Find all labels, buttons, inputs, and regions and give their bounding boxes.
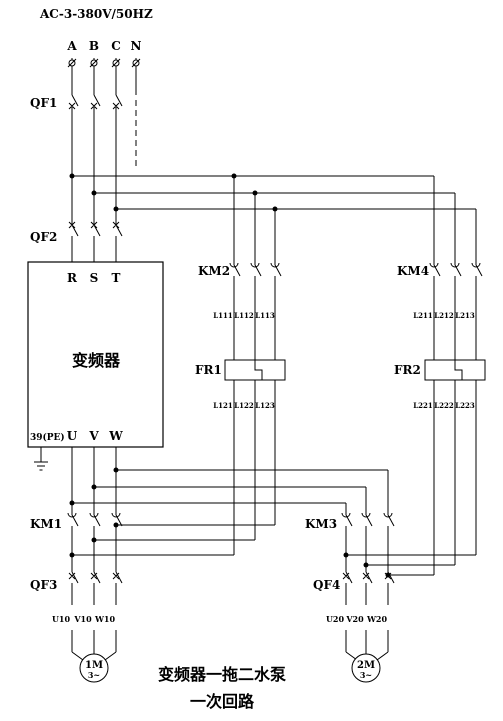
vfd-t-label: T <box>112 271 121 285</box>
title-line2: 一次回路 <box>190 692 255 711</box>
wire-l111: L111 <box>213 311 233 320</box>
motor2-lines-a <box>345 583 389 605</box>
vfd-v-label: V <box>88 429 99 443</box>
motor1-symbol <box>79 653 109 683</box>
km2-out <box>233 276 276 364</box>
km3-label: KM3 <box>305 517 337 531</box>
qf3-label: QF3 <box>30 578 57 592</box>
km4-out <box>433 276 477 364</box>
wire-l113: L113 <box>255 311 275 320</box>
vfd-u-label: U <box>67 429 78 443</box>
motor1-term-v: V10 <box>73 614 92 624</box>
motor1-lines-a <box>71 583 117 605</box>
qf2-label: QF2 <box>30 230 57 244</box>
vfd-r-label: R <box>67 271 78 285</box>
km3-feed <box>345 470 389 515</box>
km2-label: KM2 <box>198 264 230 278</box>
motor2-lines-b <box>345 630 389 652</box>
fr2-out <box>433 380 477 575</box>
phase-a-label: A <box>66 39 77 53</box>
vfd-box <box>27 261 164 448</box>
qf3-contacts <box>71 571 123 584</box>
qf2-contacts <box>71 224 123 237</box>
qf1-contacts <box>71 94 123 107</box>
vfd-name: 变频器 <box>72 351 121 370</box>
title-line1: 变频器一拖二水泵 <box>158 665 286 684</box>
km4-feed <box>433 176 477 265</box>
contactor-arcs <box>67 262 481 518</box>
neutral-label: N <box>131 39 142 53</box>
vfd-input-lines <box>71 236 117 262</box>
motor2-term-w: W20 <box>366 614 388 624</box>
main-bus-lines <box>71 106 117 225</box>
wire-l123: L123 <box>255 401 275 410</box>
bypass1-return <box>72 524 275 556</box>
fr1-relay <box>224 359 286 381</box>
wire-l223: L223 <box>455 401 475 410</box>
motor1-name: 1M <box>85 660 103 671</box>
fr1-out <box>233 380 276 555</box>
fr1-label: FR1 <box>195 363 222 377</box>
km2-feed <box>233 176 276 265</box>
motor1-lines-b <box>71 630 117 652</box>
motor1-term-w: W10 <box>94 614 116 624</box>
motor1-term-u: U10 <box>52 614 71 624</box>
km1-out <box>71 526 117 572</box>
supply-terminals <box>67 58 141 68</box>
motor1-sub: 3~ <box>88 670 100 680</box>
wire-l211: L211 <box>413 311 433 320</box>
vfd-to-km3-lines <box>72 469 388 504</box>
motor2-sub: 3~ <box>360 670 372 680</box>
wire-l122: L122 <box>234 401 254 410</box>
km1-label: KM1 <box>30 517 62 531</box>
ground-symbol <box>34 447 48 471</box>
bypass-taps <box>72 175 476 210</box>
wire-l222: L222 <box>434 401 454 410</box>
wire-l213: L213 <box>455 311 475 320</box>
vfd-output-lines <box>71 447 117 515</box>
vfd-pe-label: 39(PE) <box>30 432 65 443</box>
km4-label: KM4 <box>397 264 429 278</box>
qf1-label: QF1 <box>30 96 57 110</box>
phase-b-label: B <box>89 39 99 53</box>
bypass2-return <box>346 554 476 576</box>
vfd-w-label: W <box>108 429 123 443</box>
fr2-relay <box>424 359 486 381</box>
fr2-label: FR2 <box>394 363 421 377</box>
motor2-term-v: V20 <box>345 614 364 624</box>
phase-c-label: C <box>111 39 121 53</box>
vfd-s-label: S <box>90 271 99 285</box>
motor2-symbol <box>351 653 381 683</box>
wire-l121: L121 <box>213 401 233 410</box>
motor2-term-u: U20 <box>326 614 345 624</box>
junction-dots <box>69 173 391 578</box>
motor2-name: 2M <box>357 660 375 671</box>
qf4-label: QF4 <box>313 578 340 592</box>
supply-label: AC-3-380V/50HZ <box>39 7 153 21</box>
breaker-x-marks <box>68 102 392 580</box>
wire-l212: L212 <box>434 311 454 320</box>
wire-l221: L221 <box>413 401 433 410</box>
wire-l112: L112 <box>234 311 254 320</box>
